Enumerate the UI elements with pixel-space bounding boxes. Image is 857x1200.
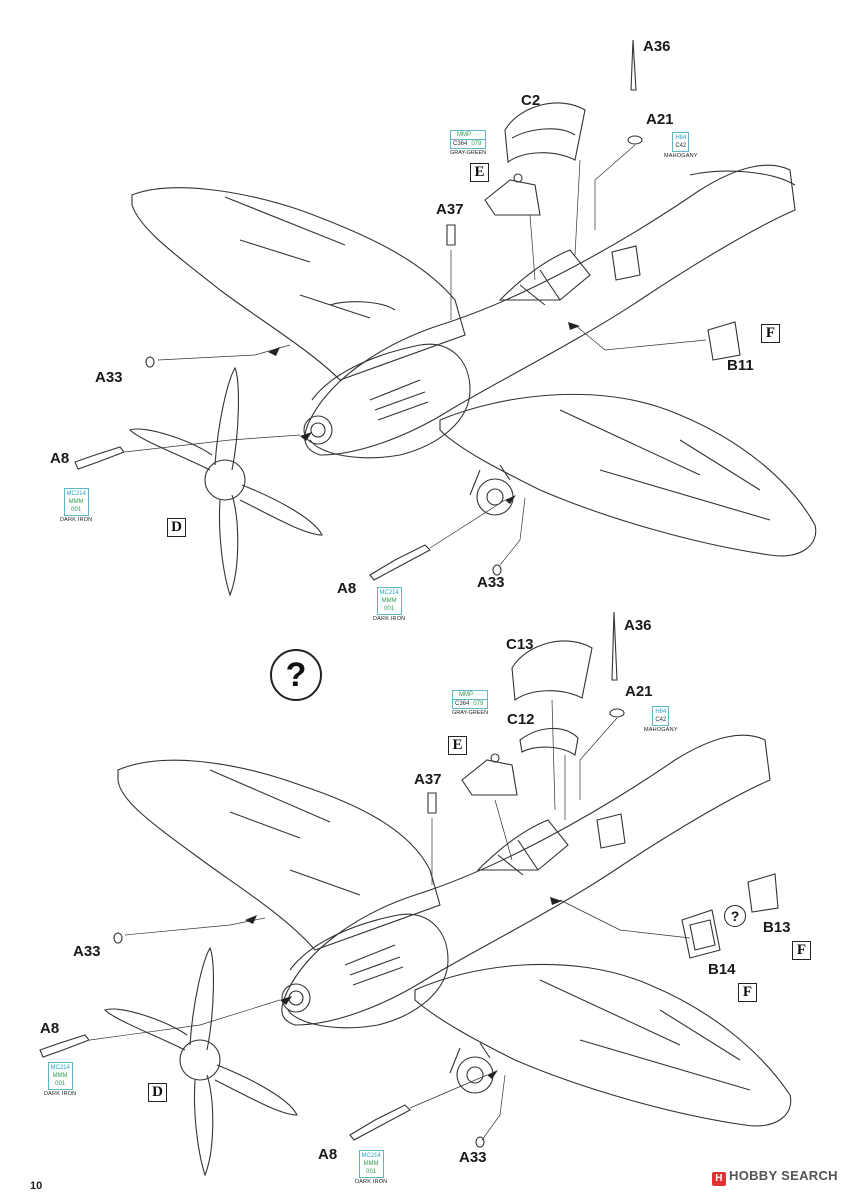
- mmp-code: MMP: [459, 692, 473, 698]
- callout-box-d: D: [167, 518, 186, 537]
- color-name: MAHOGANY: [664, 153, 698, 159]
- part-label-b14: B14: [708, 961, 736, 978]
- mmp-code: MMP: [457, 132, 471, 138]
- c42-code: C42: [655, 717, 667, 723]
- part-label-b11: B11: [727, 357, 754, 374]
- c364-code: C364: [453, 141, 468, 147]
- mmm-number: 001: [384, 606, 395, 612]
- part-label-a36: A36: [624, 617, 652, 634]
- callout-box-f: F: [738, 983, 757, 1002]
- part-label-a8: A8: [40, 1020, 60, 1037]
- part-label-a21: A21: [625, 683, 653, 700]
- color-name: DARK IRON: [373, 616, 406, 622]
- part-label-a33: A33: [459, 1149, 487, 1166]
- mmm-code: MMM: [381, 598, 397, 604]
- callout-box-e: E: [470, 163, 489, 182]
- part-label-c13: C13: [506, 636, 534, 653]
- mmm-code: MMM: [68, 499, 84, 505]
- mc214-code: MC214: [66, 491, 86, 497]
- part-label-a8: A8: [337, 580, 357, 597]
- part-label-a33: A33: [477, 574, 505, 591]
- color-name: GRAY-GREEN: [452, 710, 489, 716]
- mmp-number: 079: [473, 701, 484, 707]
- question-mark-icon: ?: [270, 649, 322, 701]
- part-label-c2: C2: [521, 92, 541, 109]
- mc214-code: MC214: [50, 1065, 70, 1071]
- part-label-c12: C12: [507, 711, 535, 728]
- top-aircraft-drawing: [74, 39, 817, 597]
- mmm-code: MMM: [52, 1073, 68, 1079]
- hobby-search-logo-icon: H: [712, 1172, 726, 1186]
- question-mark-icon: ?: [724, 905, 746, 927]
- mmp-number: 079: [471, 141, 482, 147]
- bottom-aircraft-drawing: [39, 611, 792, 1177]
- c42-code: C42: [675, 143, 687, 149]
- part-label-b13: B13: [763, 919, 791, 936]
- part-label-a33: A33: [95, 369, 123, 386]
- callout-box-f: F: [761, 324, 780, 343]
- color-name: DARK IRON: [44, 1091, 77, 1097]
- part-label-a33: A33: [73, 943, 101, 960]
- mmm-number: 001: [366, 1169, 377, 1175]
- page-number: 10: [30, 1180, 43, 1192]
- color-name: MAHOGANY: [644, 727, 678, 733]
- mc214-code: MC214: [379, 590, 399, 596]
- mmm-number: 001: [55, 1081, 66, 1087]
- callout-box-e: E: [448, 736, 467, 755]
- c364-code: C364: [455, 701, 470, 707]
- part-label-a8: A8: [50, 450, 70, 467]
- color-name: GRAY-GREEN: [450, 150, 487, 156]
- part-label-a36: A36: [643, 38, 671, 55]
- color-name: DARK IRON: [60, 517, 93, 523]
- mmm-code: MMM: [363, 1161, 379, 1167]
- mmm-number: 001: [71, 507, 82, 513]
- part-label-a37: A37: [414, 771, 442, 788]
- part-label-a21: A21: [646, 111, 674, 128]
- color-name: DARK IRON: [355, 1179, 388, 1185]
- h84-code: H84: [675, 135, 687, 141]
- part-label-a8: A8: [318, 1146, 338, 1163]
- callout-box-f: F: [792, 941, 811, 960]
- h84-code: H84: [655, 709, 667, 715]
- mc214-code: MC214: [361, 1153, 381, 1159]
- part-label-a37: A37: [436, 201, 464, 218]
- callout-box-d: D: [148, 1083, 167, 1102]
- watermark-text: HOBBY SEARCH: [729, 1168, 838, 1183]
